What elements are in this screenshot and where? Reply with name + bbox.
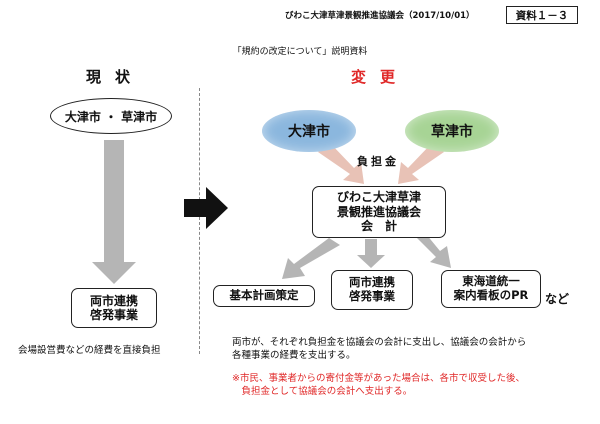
- council-line3: 会 計: [360, 219, 397, 234]
- left-enlightenment-box: 両市連携 啓発事業: [71, 288, 157, 328]
- enlight-line2: 啓発事業: [349, 289, 395, 303]
- section-divider: [199, 88, 200, 354]
- sign-flow-arrow: [417, 234, 451, 268]
- sign-line1: 東海道統一: [462, 274, 520, 289]
- burden-label: 負担金: [357, 155, 399, 168]
- right-enlightenment-box: 両市連携 啓発事業: [331, 270, 413, 310]
- council-line2: 景観推進協議会: [336, 204, 421, 219]
- left-box-line1: 両市連携: [89, 293, 138, 308]
- heading-current: 現状: [85, 68, 144, 86]
- document-label: 資料１－３: [506, 6, 578, 24]
- enlight-flow-arrow: [357, 239, 385, 268]
- sign-line2: 案内看板のPR: [453, 288, 529, 302]
- header-org-text: びわこ大津草津景観推進協議会（2017/10/01）: [285, 11, 475, 21]
- heading-change: 変更: [350, 68, 409, 86]
- council-line1: びわこ大津草津: [336, 190, 421, 205]
- council-account-box: びわこ大津草津 景観推進協議会 会 計: [312, 186, 446, 238]
- left-note: 会場設営費などの経費を直接負担: [18, 345, 161, 356]
- kusatsu-city-ellipse: 草津市: [405, 110, 499, 152]
- otsu-city-ellipse: 大津市: [262, 110, 356, 152]
- cities-ellipse: 大津市 ・ 草津市: [50, 98, 172, 134]
- right-description: 両市が、それぞれ負担金を協議会の会計に支出し、協議会の会計から 各種事業の経費を…: [232, 336, 526, 363]
- desc-line1: 両市が、それぞれ負担金を協議会の会計に支出し、協議会の会計から: [232, 337, 527, 348]
- basic-plan-box: 基本計画策定: [213, 285, 315, 307]
- left-box-line2: 啓発事業: [89, 308, 138, 322]
- note-line1: ※市民、事業者からの寄付金等があった場合は、各市で収受した後、: [232, 373, 525, 384]
- note-line2: 負担金として協議会の会計へ支出する。: [232, 386, 413, 398]
- left-flow-arrow: [92, 140, 136, 284]
- donation-note: ※市民、事業者からの寄付金等があった場合は、各市で収受した後、 負担金として協議…: [232, 372, 525, 399]
- enlight-line1: 両市連携: [349, 275, 395, 290]
- document-subtitle: 「規約の改定について」説明資料: [232, 47, 368, 57]
- tokaido-sign-box: 東海道統一 案内看板のPR: [441, 270, 541, 308]
- transition-arrow: [184, 187, 228, 229]
- desc-line2: 各種事業の経費を支出する。: [232, 350, 356, 362]
- etc-label: など: [545, 292, 570, 306]
